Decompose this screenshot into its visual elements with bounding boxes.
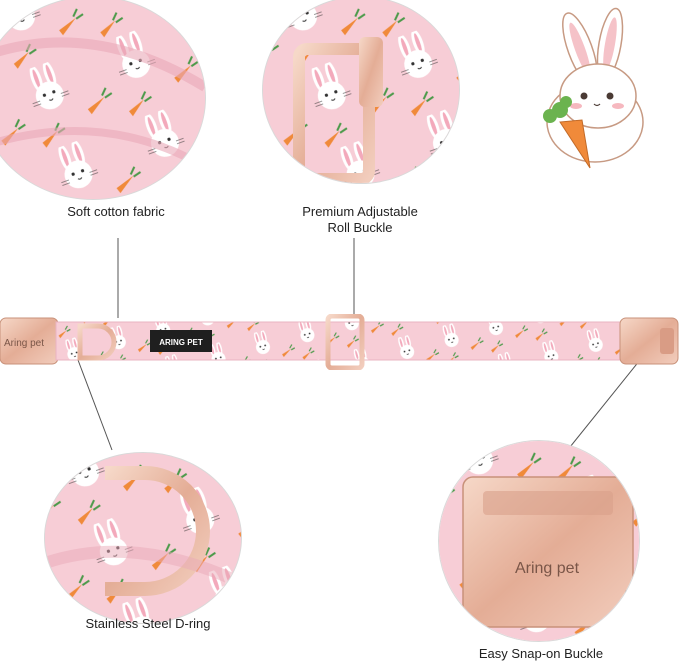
roll-buckle-closeup-image xyxy=(262,0,460,184)
snap-buckle-closeup-image: Aring pet xyxy=(438,440,640,642)
bunny-illustration xyxy=(510,4,670,174)
carrot-icon xyxy=(543,96,591,169)
snap-buckle-engraving: Aring pet xyxy=(515,560,580,577)
left-buckle-engraving: Aring pet xyxy=(4,338,44,349)
brand-tag: ARING PET xyxy=(159,338,203,347)
bunny-icon xyxy=(543,7,644,169)
caption-fabric: Soft cotton fabric xyxy=(67,204,165,219)
caption-d-ring: Stainless Steel D-ring xyxy=(85,616,211,631)
d-ring-closeup-image xyxy=(44,452,242,624)
fabric-closeup-image xyxy=(0,0,206,200)
caption-roll-buckle-line2: Roll Buckle xyxy=(327,220,393,235)
collar-image: Aring pet ARING PET xyxy=(0,314,679,370)
caption-roll-buckle-line1: Premium Adjustable xyxy=(302,204,418,219)
caption-roll-buckle: Premium Adjustable Roll Buckle xyxy=(270,204,450,236)
caption-snap-buckle: Easy Snap-on Buckle xyxy=(478,646,604,661)
